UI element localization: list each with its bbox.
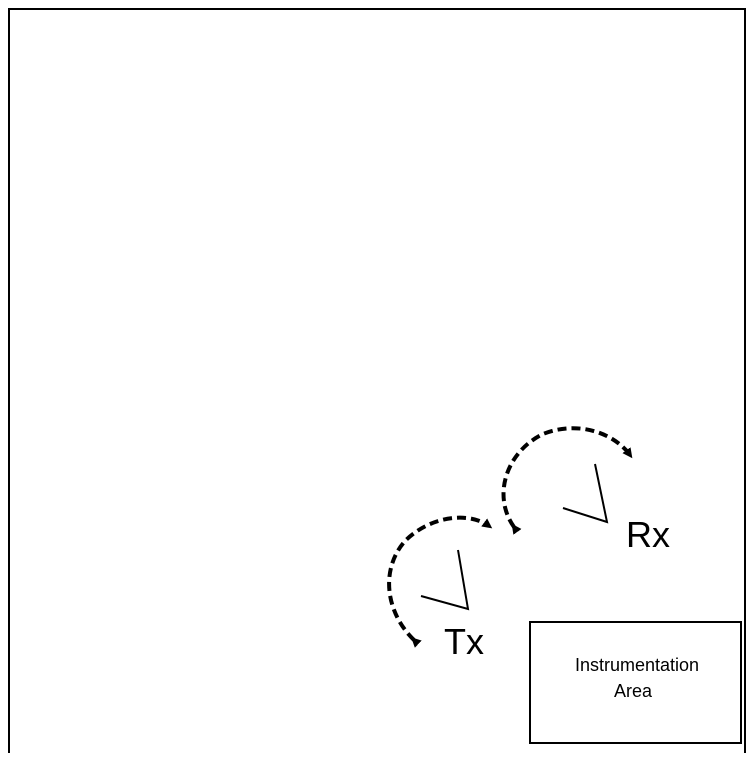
receiver-antenna-shape bbox=[562, 463, 609, 524]
instrumentation-area-box bbox=[529, 621, 742, 744]
room-boundary bbox=[8, 8, 746, 753]
transmitter-antenna-shape bbox=[420, 549, 470, 611]
receiver-rotation-arrow bbox=[501, 426, 633, 535]
transmitter-rotation-arrow bbox=[387, 515, 493, 648]
receiver-antenna: Rx bbox=[501, 426, 670, 555]
transmitter-label: Tx bbox=[444, 621, 484, 662]
receiver-label: Rx bbox=[626, 514, 670, 555]
instrumentation-area-label-line2: Area bbox=[614, 681, 653, 701]
transmitter-antenna: Tx bbox=[387, 515, 493, 662]
instrumentation-area-label-line1: Instrumentation bbox=[575, 655, 699, 675]
instrumentation-area: Instrumentation Area bbox=[529, 621, 742, 744]
